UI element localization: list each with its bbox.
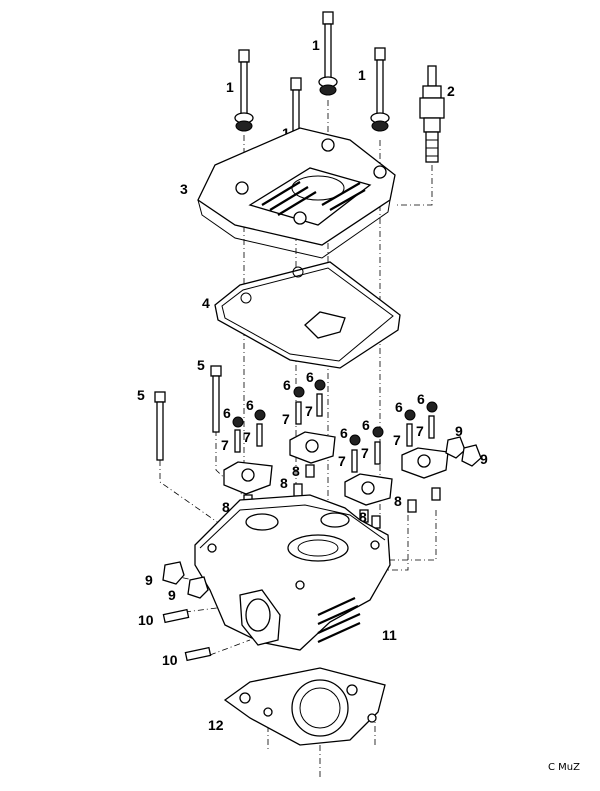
label-4: 4 (202, 295, 210, 311)
label-7: 7 (393, 432, 401, 448)
cylinder-head: 11 (194, 494, 397, 651)
label-1: 1 (226, 79, 234, 95)
label-7: 7 (282, 411, 290, 427)
label-9: 9 (145, 572, 153, 588)
label-7: 7 (338, 453, 346, 469)
label-6: 6 (223, 405, 231, 421)
long-bolt (154, 391, 166, 461)
studs-7: 7 7 7 7 7 7 7 7 (221, 393, 435, 473)
label-6: 6 (417, 391, 425, 407)
label-8: 8 (280, 475, 288, 491)
bearing-cap (223, 461, 273, 495)
bolt (234, 49, 254, 132)
spark-plug: 2 (419, 65, 455, 163)
bearing-cap (401, 447, 449, 479)
label-7: 7 (243, 429, 251, 445)
label-7: 7 (305, 403, 313, 419)
label-1: 1 (282, 125, 290, 141)
label-5: 5 (137, 387, 145, 403)
label-6: 6 (306, 369, 314, 385)
head-gasket: 12 (208, 667, 386, 746)
label-1: 1 (312, 37, 320, 53)
bearing-caps (223, 431, 449, 506)
nuts-9: 9 9 9 9 (145, 423, 488, 603)
label-11: 11 (382, 627, 397, 643)
label-8: 8 (222, 499, 230, 515)
label-9: 9 (168, 587, 176, 603)
label-8: 8 (292, 463, 300, 479)
label-6: 6 (395, 399, 403, 415)
label-12: 12 (208, 717, 224, 733)
bolt (370, 47, 390, 132)
label-10: 10 (162, 652, 178, 668)
label-8: 8 (394, 493, 402, 509)
label-3: 3 (180, 181, 188, 197)
bearing-cap (289, 431, 336, 464)
label-7: 7 (361, 445, 369, 461)
label-5: 5 (197, 357, 205, 373)
cover-gasket: 4 (202, 261, 401, 369)
label-9: 9 (455, 423, 463, 439)
label-2: 2 (447, 83, 455, 99)
copyright-mark: C MuZ (548, 762, 580, 773)
valve-cover: 3 (180, 127, 396, 259)
label-1: 1 (358, 67, 366, 83)
label-6: 6 (340, 425, 348, 441)
label-6: 6 (283, 377, 291, 393)
long-bolt-5-group: 5 5 (137, 357, 222, 461)
label-6: 6 (362, 417, 370, 433)
nuts-6: 6 6 6 6 6 6 6 6 (223, 369, 438, 446)
bolt (318, 11, 338, 96)
bearing-cap (344, 473, 393, 506)
label-7: 7 (221, 437, 229, 453)
label-7: 7 (416, 423, 424, 439)
long-bolt (210, 365, 222, 433)
label-10: 10 (138, 612, 154, 628)
studs-10: 10 10 (138, 608, 212, 668)
label-9: 9 (480, 451, 488, 467)
label-8: 8 (359, 509, 367, 525)
label-6: 6 (246, 397, 254, 413)
bolt-1-group: 1 1 1 1 (226, 11, 390, 164)
